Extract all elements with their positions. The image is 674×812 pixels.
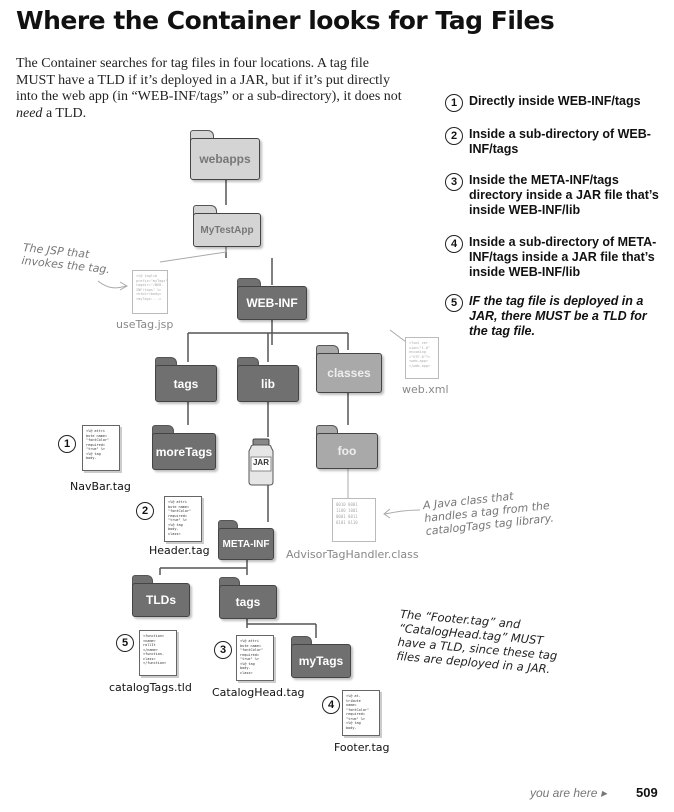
marker-2: 2 <box>136 502 154 520</box>
header-tag-label: Header.tag <box>149 544 210 557</box>
folder-label: moreTags <box>152 433 216 470</box>
folder-mytags: myTags <box>291 636 351 678</box>
folder-foo: foo <box>316 425 378 469</box>
folder-webinf: WEB-INF <box>237 278 307 320</box>
folder-lib: lib <box>237 357 299 402</box>
folder-label: webapps <box>190 138 260 180</box>
intro-text-2: a TLD. <box>42 105 87 121</box>
folder-mytestapp: MyTestApp <box>193 205 261 247</box>
folder-label: tags <box>155 365 217 402</box>
usetag-jsp-label: useTag.jsp <box>116 318 174 331</box>
location-number: 4 <box>445 235 463 253</box>
catalogtags-tld-file-icon: <function><name>rollIt</name><function-c… <box>139 630 177 676</box>
location-text: Inside the META-INF/tags directory insid… <box>469 173 659 217</box>
marker-5: 5 <box>116 634 134 652</box>
folder-webapps: webapps <box>190 130 260 180</box>
folder-tags: tags <box>155 357 217 402</box>
folder-label: foo <box>316 433 378 469</box>
folder-label: myTags <box>291 644 351 678</box>
folder-label: WEB-INF <box>237 286 307 320</box>
intro-emphasis: need <box>16 105 43 121</box>
folder-classes: classes <box>316 345 382 393</box>
page-title: Where the Container looks for Tag Files <box>16 6 555 35</box>
folder-label: lib <box>237 365 299 402</box>
folder-jar-tags: tags <box>219 577 277 619</box>
intro-text-1: The Container searches for tag files in … <box>16 56 402 104</box>
intro-paragraph: The Container searches for tag files in … <box>16 56 408 122</box>
jar-label: JAR <box>252 458 269 467</box>
folder-label: META-INF <box>218 528 274 560</box>
page-number: 509 <box>636 785 658 800</box>
location-text: Directly inside WEB-INF/tags <box>469 94 641 108</box>
folder-label: MyTestApp <box>193 213 261 247</box>
folder-tlds: TLDs <box>132 575 190 617</box>
folder-label: TLDs <box>132 583 190 617</box>
location-text: Inside a sub-directory of WEB-INF/tags <box>469 127 651 156</box>
webxml-label: web.xml <box>402 383 449 396</box>
location-number: 3 <box>445 173 463 191</box>
location-number: 2 <box>445 127 463 145</box>
you-are-here-label: you are here ▸ <box>530 786 607 800</box>
folder-metainf: META-INF <box>218 520 274 560</box>
folder-moretags: moreTags <box>152 425 216 470</box>
advisortaghandler-label: AdvisorTagHandler.class <box>286 548 419 561</box>
location-text: IF the tag file is deployed in a JAR, th… <box>469 294 647 338</box>
cataloghead-tag-label: CatalogHead.tag <box>212 686 305 699</box>
folder-label: classes <box>316 353 382 393</box>
location-number: 1 <box>445 94 463 112</box>
folder-label: tags <box>219 585 277 619</box>
marker-1: 1 <box>58 435 76 453</box>
catalogtags-tld-label: catalogTags.tld <box>109 681 192 694</box>
footer-tag-label: Footer.tag <box>334 741 390 754</box>
marker-3: 3 <box>214 641 232 659</box>
location-number: 5 <box>445 294 463 312</box>
jar-icon: JAR <box>246 437 276 487</box>
location-text: Inside a sub-directory of META-INF/tags … <box>469 235 657 279</box>
marker-4: 4 <box>322 696 340 714</box>
navbar-tag-label: NavBar.tag <box>70 480 131 493</box>
